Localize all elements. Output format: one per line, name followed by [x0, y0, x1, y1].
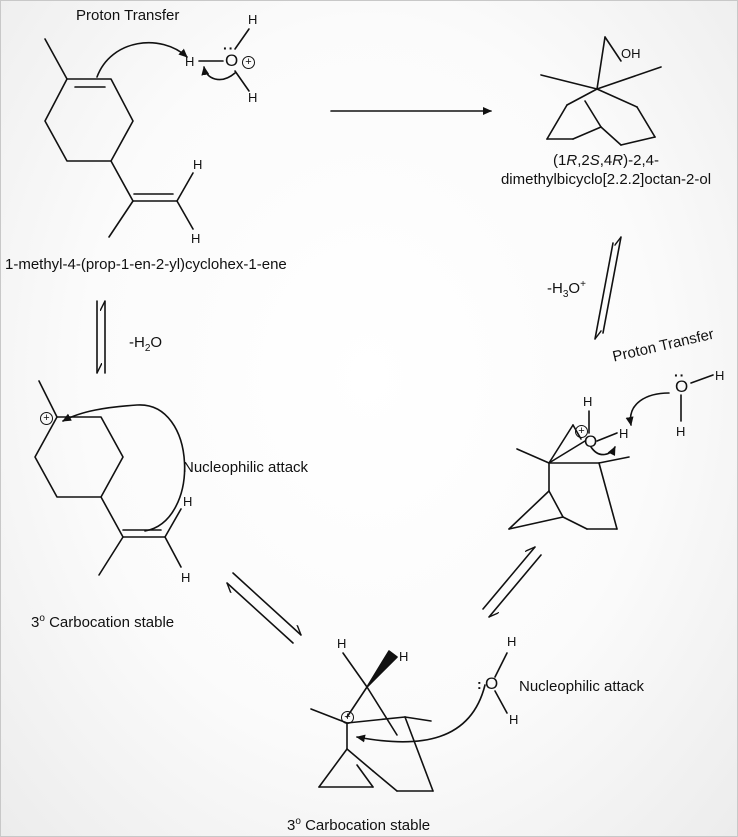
limonene-structure	[44, 38, 194, 238]
atom-h: H	[183, 494, 193, 509]
product-name-line2: dimethylbicyclo[2.2.2]octan-2-ol	[500, 171, 712, 188]
product-name-line1: (1R,2S,4R)-2,4-	[553, 152, 659, 169]
lone-pair-dots: ··	[674, 367, 686, 383]
proton-transfer-arrow-small-right	[590, 446, 616, 456]
positive-charge-icon: +	[40, 412, 53, 425]
atom-h: H	[619, 426, 629, 441]
nucleophilic-attack-arrow-left	[62, 404, 186, 532]
atom-o: O	[225, 51, 239, 70]
nucleophilic-attack-label-left: Nucleophilic attack	[183, 459, 309, 476]
carbocation-label-left: 3o Carbocation stable	[31, 613, 175, 631]
atom-o: O	[675, 377, 689, 396]
proton-transfer-arrow-top	[96, 41, 188, 78]
start-compound-name: 1-methyl-4-(prop-1-en-2-yl)cyclohex-1-en…	[5, 256, 287, 273]
atom-o: O	[485, 674, 499, 693]
proton-transfer-arrow-right	[625, 392, 670, 426]
atom-h: H	[248, 90, 258, 105]
atom-h: H	[676, 424, 686, 439]
positive-charge-icon: +	[341, 711, 354, 724]
atom-h: H	[583, 394, 593, 409]
atom-oh: OH	[621, 46, 641, 61]
atom-o: O	[584, 432, 598, 451]
lone-pair-dots: ··	[223, 40, 235, 56]
atom-h: H	[399, 649, 409, 664]
atom-h: H	[193, 157, 203, 172]
carbocation-bottom-structure	[310, 650, 434, 792]
atom-h: H	[181, 570, 191, 585]
atom-h: H	[248, 12, 258, 27]
carbocation-label-bottom: 3o Carbocation stable	[287, 816, 431, 834]
atom-h: H	[185, 54, 195, 69]
atom-h: H	[509, 712, 519, 727]
minus-h2o-label: -H2O	[129, 334, 163, 354]
lone-pair-dots: :	[477, 676, 482, 692]
proton-transfer-arrow-small	[201, 66, 236, 81]
positive-charge-icon: +	[575, 425, 588, 438]
atom-h: H	[191, 231, 201, 246]
nucleophilic-attack-label-bottom: Nucleophilic attack	[519, 678, 645, 695]
atom-h: H	[507, 634, 517, 649]
positive-charge-icon: +	[242, 56, 255, 69]
proton-transfer-label-top: Proton Transfer	[76, 7, 180, 24]
nucleophilic-attack-arrow-bottom	[356, 684, 486, 743]
protonated-bicyclo-structure	[508, 410, 630, 530]
carbocation-left-structure	[34, 380, 182, 576]
atom-h: H	[337, 636, 347, 651]
minus-h3o-label: -H3O+	[547, 279, 586, 300]
bicyclo-octanol-structure	[540, 36, 662, 146]
atom-h: H	[715, 368, 725, 383]
